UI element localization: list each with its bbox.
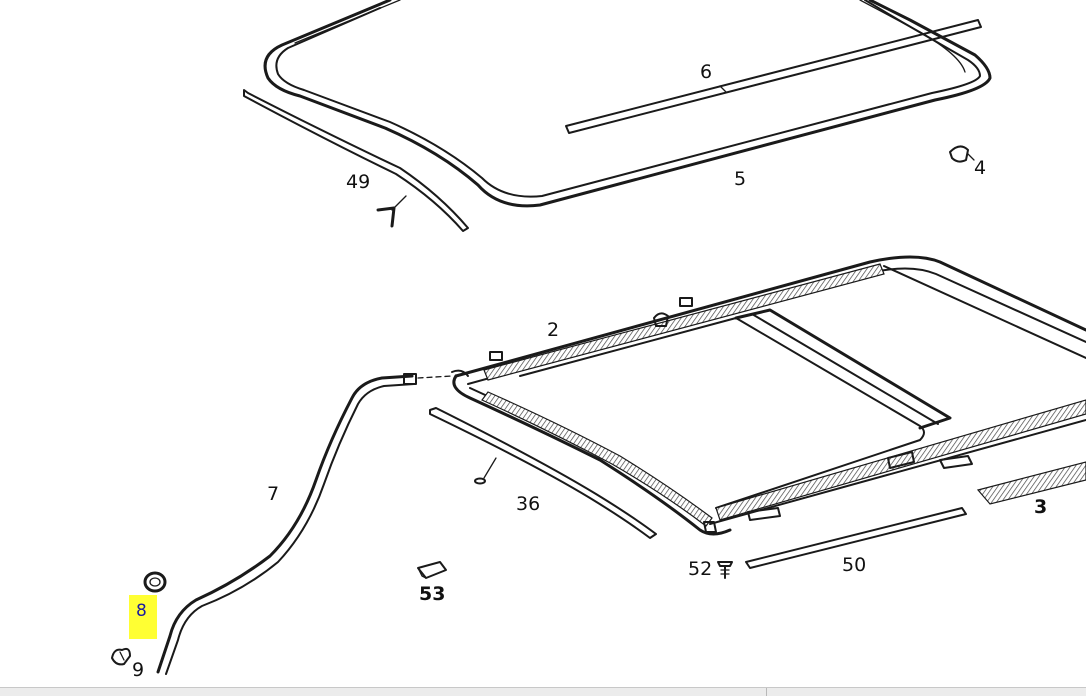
label-part-50: 50: [842, 554, 866, 576]
part-50-strip: [745, 507, 967, 569]
status-bar-divider: [766, 688, 767, 696]
label-part-2: 2: [547, 319, 559, 341]
part-8-highlight: [129, 595, 157, 639]
part-2-sunroof-frame: [417, 255, 1086, 536]
label-part-3: 3: [1034, 496, 1047, 518]
label-part-8: 8: [136, 601, 147, 621]
label-part-5: 5: [734, 168, 746, 190]
label-part-52: 52: [688, 558, 712, 580]
part-5-panel-seal: [263, 0, 992, 208]
label-part-7: 7: [267, 483, 279, 505]
part-7-drain-hose: [156, 373, 417, 675]
label-part-4: 4: [974, 157, 986, 179]
part-49-clip: [376, 195, 407, 228]
label-part-6: 6: [700, 61, 712, 83]
label-part-49: 49: [346, 171, 370, 193]
label-part-9: 9: [132, 659, 144, 681]
part-9-clip: [111, 647, 131, 666]
label-part-36: 36: [516, 493, 540, 515]
part-3-trim: [976, 461, 1086, 505]
part-53-bracket: [417, 561, 447, 579]
part-6-strip: [565, 19, 982, 134]
label-part-53: 53: [419, 583, 445, 605]
bottom-status-bar: [0, 687, 1086, 696]
part-8-grommet: [143, 571, 167, 593]
part-49-side-strip: [243, 89, 469, 232]
part-4-clip: [949, 145, 975, 163]
part-36-strip: [429, 407, 657, 539]
part-52-screw: [717, 561, 733, 579]
